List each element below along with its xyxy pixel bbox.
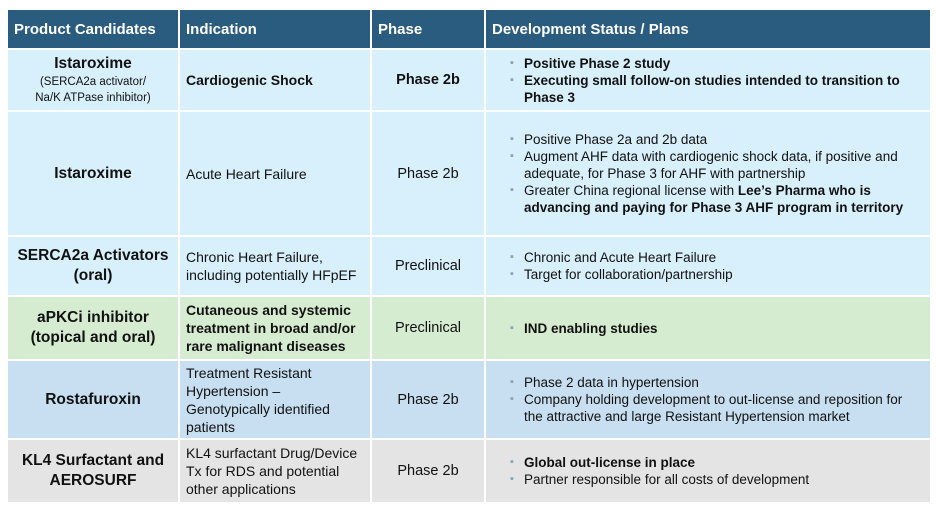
candidate-name: Istaroxime bbox=[54, 55, 132, 73]
phase-cell: Phase 2b bbox=[370, 359, 486, 440]
phase-cell: Phase 2b bbox=[370, 47, 486, 113]
bullet-icon: ▪ bbox=[510, 184, 514, 197]
candidate-subtitle: Na/K ATPase inhibitor) bbox=[35, 92, 151, 105]
header-phase: Phase bbox=[370, 8, 486, 50]
bullet-icon: ▪ bbox=[510, 472, 514, 485]
status-item: ▪Phase 2 data in hypertension bbox=[510, 375, 699, 391]
phase-cell: Phase 2b bbox=[370, 110, 486, 237]
status-cell: ▪Global out-license in place ▪Partner re… bbox=[484, 437, 932, 505]
bullet-icon: ▪ bbox=[510, 455, 514, 468]
header-row: Product Candidates Indication Phase Deve… bbox=[6, 8, 932, 50]
table-row: aPKCi inhibitor (topical and oral) Cutan… bbox=[6, 295, 932, 362]
indication-cell: KL4 surfactant Drug/Device Tx for RDS an… bbox=[178, 437, 372, 505]
table-row: Istaroxime Acute Heart Failure Phase 2b … bbox=[6, 110, 932, 237]
bullet-icon: ▪ bbox=[510, 267, 514, 280]
candidate-cell: SERCA2a Activators (oral) bbox=[6, 234, 180, 298]
status-cell: ▪Chronic and Acute Heart Failure ▪Target… bbox=[484, 234, 932, 298]
candidate-cell: Istaroxime bbox=[6, 110, 180, 237]
bullet-icon: ▪ bbox=[510, 393, 514, 406]
status-item: ▪Chronic and Acute Heart Failure bbox=[510, 249, 717, 265]
header-product-candidates: Product Candidates bbox=[6, 8, 180, 50]
status-item: ▪Positive Phase 2 study bbox=[510, 55, 671, 71]
candidate-cell: Rostafuroxin bbox=[6, 359, 180, 440]
indication-cell: Cardiogenic Shock bbox=[178, 47, 372, 113]
indication-cell: Treatment Resistant Hypertension – Genot… bbox=[178, 359, 372, 440]
table-row: Rostafuroxin Treatment Resistant Hyperte… bbox=[6, 359, 932, 440]
status-item: ▪Augment AHF data with cardiogenic shock… bbox=[510, 149, 898, 182]
header-development-status: Development Status / Plans bbox=[484, 8, 932, 50]
candidate-cell: Istaroxime (SERCA2a activator/ Na/K ATPa… bbox=[6, 47, 180, 113]
indication-cell: Cutaneous and systemic treatment in broa… bbox=[178, 295, 372, 362]
phase-cell: Phase 2b bbox=[370, 437, 486, 505]
bullet-icon: ▪ bbox=[510, 133, 514, 146]
status-cell: ▪Positive Phase 2a and 2b data ▪Augment … bbox=[484, 110, 932, 237]
status-cell: ▪Positive Phase 2 study ▪Executing small… bbox=[484, 47, 932, 113]
status-item: ▪Executing small follow-on studies inten… bbox=[510, 72, 900, 105]
table-row: KL4 Surfactant and AEROSURF KL4 surfacta… bbox=[6, 437, 932, 505]
candidate-cell: KL4 Surfactant and AEROSURF bbox=[6, 437, 180, 505]
status-item: ▪Target for collaboration/partnership bbox=[510, 266, 733, 282]
status-item: ▪Greater China regional license with Lee… bbox=[510, 183, 904, 216]
table-header: Product Candidates Indication Phase Deve… bbox=[6, 8, 932, 50]
candidate-subtitle: (SERCA2a activator/ bbox=[39, 76, 147, 89]
table-row: Istaroxime (SERCA2a activator/ Na/K ATPa… bbox=[6, 47, 932, 113]
bullet-icon: ▪ bbox=[510, 376, 514, 389]
status-item: ▪Partner responsible for all costs of de… bbox=[510, 471, 810, 487]
indication-cell: Acute Heart Failure bbox=[178, 110, 372, 237]
partner-highlight: Lee’s Pharma who is advancing and paying… bbox=[524, 183, 904, 216]
candidate-cell: aPKCi inhibitor (topical and oral) bbox=[6, 295, 180, 362]
status-cell: ▪Phase 2 data in hypertension ▪Company h… bbox=[484, 359, 932, 440]
status-cell: ▪IND enabling studies bbox=[484, 295, 932, 362]
header-indication: Indication bbox=[178, 8, 372, 50]
phase-cell: Preclinical bbox=[370, 295, 486, 362]
bullet-icon: ▪ bbox=[510, 321, 514, 334]
table-row: SERCA2a Activators (oral) Chronic Heart … bbox=[6, 234, 932, 298]
pipeline-table: Product Candidates Indication Phase Deve… bbox=[6, 8, 932, 505]
candidate-name: Istaroxime bbox=[54, 164, 132, 182]
status-item: ▪Positive Phase 2a and 2b data bbox=[510, 132, 708, 148]
bullet-icon: ▪ bbox=[510, 56, 514, 69]
status-item: ▪IND enabling studies bbox=[510, 320, 658, 336]
status-item: ▪Company holding development to out-lice… bbox=[510, 392, 903, 425]
indication-cell: Chronic Heart Failure, including potenti… bbox=[178, 234, 372, 298]
bullet-icon: ▪ bbox=[510, 73, 514, 86]
status-item: ▪Global out-license in place bbox=[510, 454, 696, 470]
phase-cell: Preclinical bbox=[370, 234, 486, 298]
bullet-icon: ▪ bbox=[510, 250, 514, 263]
bullet-icon: ▪ bbox=[510, 150, 514, 163]
